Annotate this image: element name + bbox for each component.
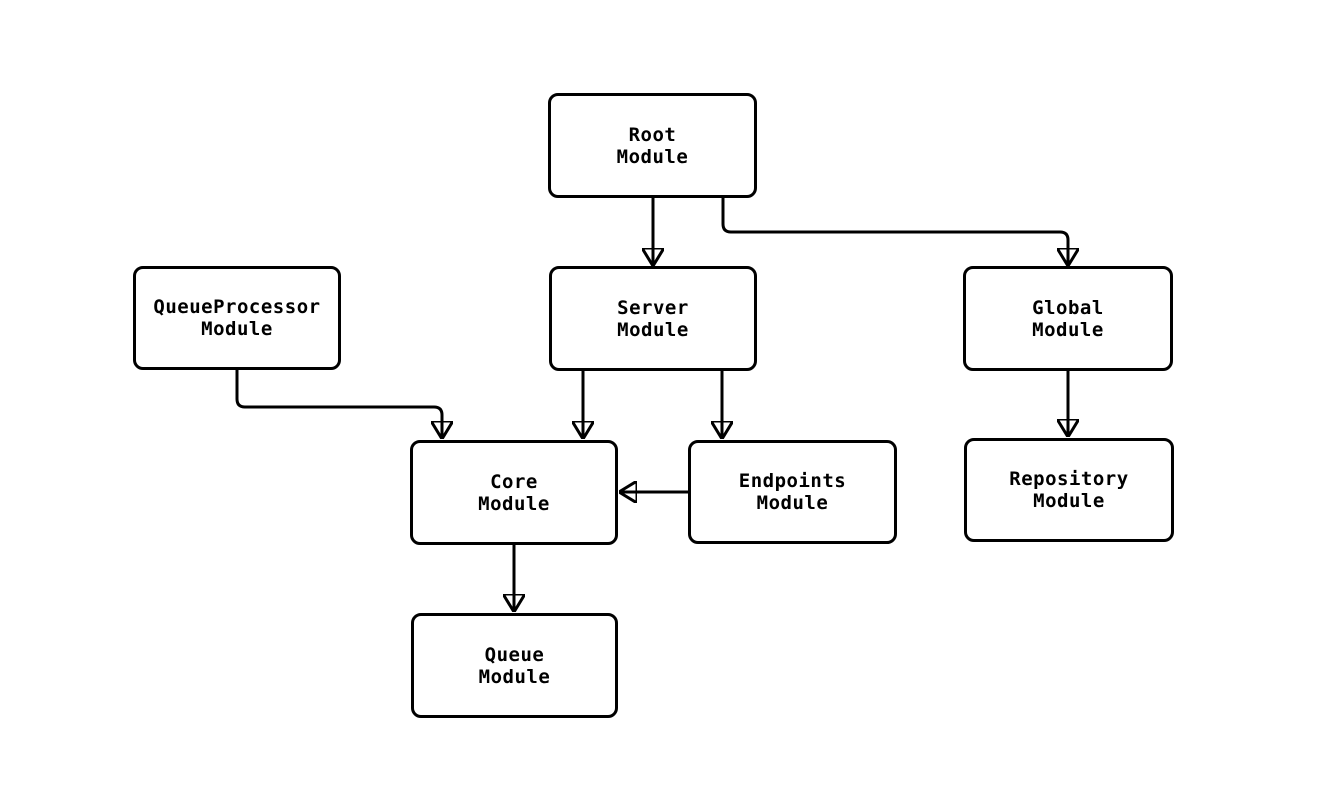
node-core-module-label: Core Module xyxy=(478,470,550,515)
edge-queueprocessor-to-core xyxy=(235,370,442,438)
node-server-module-label: Server Module xyxy=(617,296,689,341)
node-global-module-label: Global Module xyxy=(1032,296,1104,341)
node-repository-module: Repository Module xyxy=(964,438,1174,542)
node-root-module-label: Root Module xyxy=(616,123,689,168)
node-endpoints-module-label: Endpoints Module xyxy=(738,470,847,514)
node-global-module: Global Module xyxy=(963,266,1173,371)
node-server-module: Server Module xyxy=(549,266,757,371)
node-endpoints-module: Endpoints Module xyxy=(688,440,897,544)
edge-root-to-global xyxy=(721,198,1068,265)
node-queue-module-label: Queue Module xyxy=(478,643,551,688)
node-core-module: Core Module xyxy=(410,440,618,545)
node-queueprocessor-module: QueueProcessor Module xyxy=(133,266,341,370)
node-repository-module-label: Repository Module xyxy=(1009,468,1129,512)
node-queueprocessor-module-label: QueueProcessor Module xyxy=(153,296,321,340)
node-root-module: Root Module xyxy=(548,93,757,198)
node-queue-module: Queue Module xyxy=(411,613,618,718)
